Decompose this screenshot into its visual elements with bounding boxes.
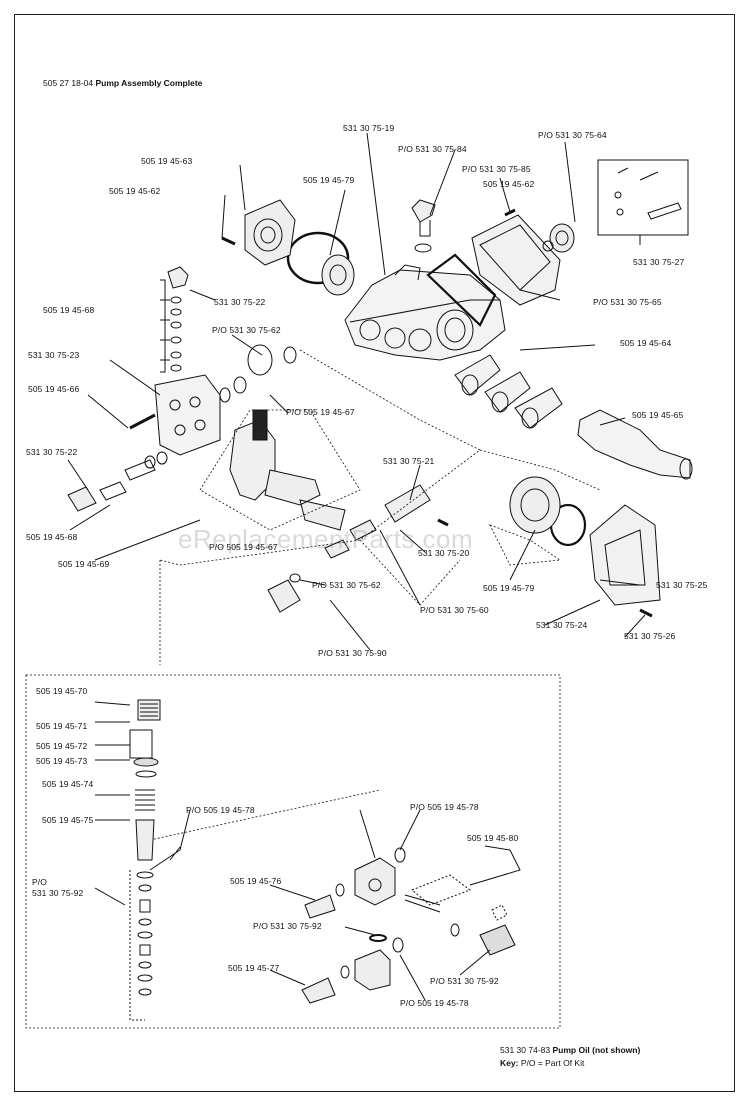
callout-label: 531 30 75-24 [536, 620, 588, 630]
sight-glass [542, 223, 575, 253]
callout-label: P/O 505 19 45-78 [400, 998, 469, 1008]
assembly-title: 505 27 18-04 Pump Assembly Complete [43, 78, 202, 88]
callout-label: 531 30 75-21 [383, 456, 435, 466]
callout-label: P/O 505 19 45-78 [410, 802, 479, 812]
callout-label: 505 19 45-62 [483, 179, 535, 189]
callout-label: P/O 505 19 45-67 [209, 542, 278, 552]
bearing [509, 476, 561, 534]
callout-label: 505 19 45-77 [228, 963, 280, 973]
pump-oil-number: 531 30 74-83 [500, 1045, 551, 1055]
callout-label: 505 19 45-79 [303, 175, 355, 185]
spring [135, 789, 155, 811]
callout-label: P/O 505 19 45-67 [286, 407, 355, 417]
fitting [304, 894, 336, 919]
callout-label: 505 19 45-68 [26, 532, 78, 542]
callout-label: 505 19 45-79 [483, 583, 535, 593]
callout-label: 505 19 45-75 [42, 815, 94, 825]
manifold [154, 374, 221, 456]
callout-label: P/O [32, 877, 47, 887]
key-note: Key: P/O = Part Of Kit [500, 1058, 584, 1068]
pump-oil-text: Pump Oil (not shown) [552, 1045, 641, 1055]
callout-label: 531 30 75-19 [343, 123, 395, 133]
crankshaft [577, 409, 693, 480]
callout-label: 505 19 45-65 [632, 410, 684, 420]
bearing [321, 254, 355, 296]
kit-box [597, 159, 689, 236]
callout-label: P/O 531 30 75-62 [312, 580, 381, 590]
callout-label: 505 19 45-69 [58, 559, 110, 569]
diagram-frame [14, 14, 735, 1092]
valve-body [354, 857, 396, 991]
sleeve [129, 729, 153, 759]
callout-label: P/O 531 30 75-90 [318, 648, 387, 658]
key-label: Key: [500, 1058, 519, 1068]
callout-label: 531 30 75-92 [32, 888, 84, 898]
pump-oil-note: 531 30 74-83 Pump Oil (not shown) [500, 1045, 640, 1055]
callout-label: 505 19 45-72 [36, 741, 88, 751]
rear-cover [426, 214, 561, 327]
callout-label: 505 19 45-74 [42, 779, 94, 789]
unloader-valve [219, 344, 346, 531]
callout-label: 531 30 75-27 [633, 257, 685, 267]
connecting-rods [454, 354, 563, 429]
assembly-part-number: 505 27 18-04 [43, 78, 94, 88]
pump-housing [344, 264, 506, 361]
callout-label: 505 19 45-80 [467, 833, 519, 843]
callout-label: P/O 531 30 75-85 [462, 164, 531, 174]
callout-label: 531 30 75-22 [26, 447, 78, 457]
key-text: P/O = Part Of Kit [520, 1058, 585, 1068]
watermark: eReplacementParts.com [178, 524, 474, 554]
callout-label: P/O 531 30 75-84 [398, 144, 467, 154]
callout-label: 531 30 75-23 [28, 350, 80, 360]
callout-label: 505 19 45-64 [620, 338, 672, 348]
oil-cap [411, 199, 436, 253]
nut [267, 573, 301, 613]
inlet-fitting [67, 451, 168, 512]
callout-label: P/O 505 19 45-78 [186, 805, 255, 815]
callout-label: 505 19 45-63 [141, 156, 193, 166]
valve-stack [167, 266, 189, 372]
callout-label: 505 19 45-68 [43, 305, 95, 315]
callout-label: 505 19 45-73 [36, 756, 88, 766]
callout-label: P/O 531 30 75-62 [212, 325, 281, 335]
callout-label: 505 19 45-76 [230, 876, 282, 886]
callout-label: 505 19 45-70 [36, 686, 88, 696]
callout-label: 531 30 75-26 [624, 631, 676, 641]
callout-label: P/O 531 30 75-60 [420, 605, 489, 615]
callout-label: P/O 531 30 75-92 [430, 976, 499, 986]
bearing-cover [244, 199, 296, 266]
seal-stack [136, 871, 154, 996]
fitting [301, 977, 336, 1004]
valve-stem [479, 924, 516, 956]
callout-label: 505 19 45-62 [109, 186, 161, 196]
callout-label: 531 30 75-25 [656, 580, 708, 590]
unloader-cap [137, 699, 161, 721]
callout-label: 505 19 45-71 [36, 721, 88, 731]
callout-label: P/O 531 30 75-64 [538, 130, 607, 140]
callout-label: 505 19 45-66 [28, 384, 80, 394]
callout-label: 531 30 75-20 [418, 548, 470, 558]
o-ring [286, 231, 350, 285]
side-cover [589, 504, 661, 606]
callout-label: P/O 531 30 75-65 [593, 297, 662, 307]
callout-label: 531 30 75-22 [214, 297, 266, 307]
callout-label: P/O 531 30 75-92 [253, 921, 322, 931]
piston [135, 819, 155, 861]
assembly-name: Pump Assembly Complete [95, 78, 203, 88]
